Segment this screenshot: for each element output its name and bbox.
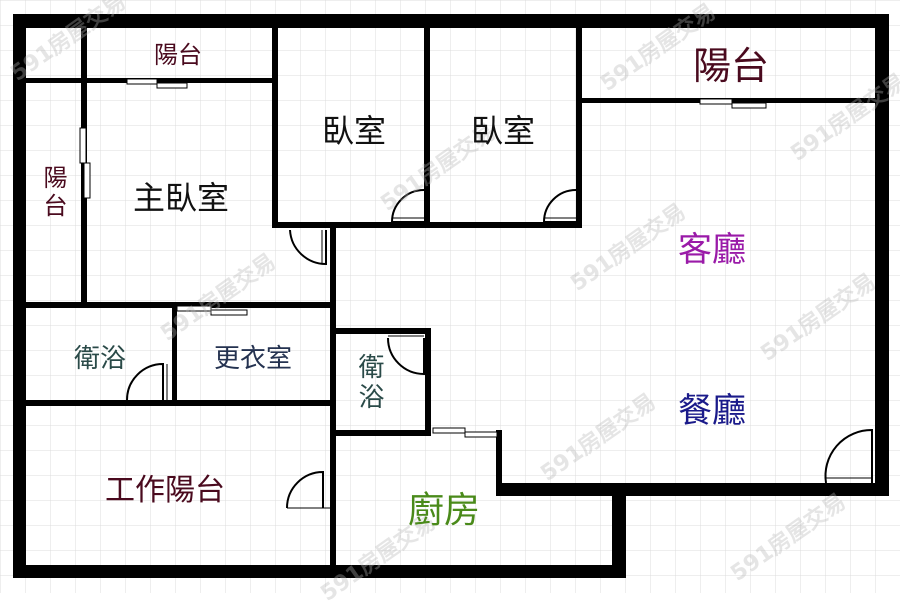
room-label-balcony-top-left: 陽台: [154, 41, 202, 69]
room-label-kitchen: 廚房: [407, 490, 481, 531]
room-label-living-room: 客廳: [678, 230, 746, 270]
room-label-balcony-top-right: 陽台: [692, 44, 770, 88]
room-label-dining-room: 餐廳: [678, 391, 746, 431]
room-label-utility-balcony: 工作陽台: [105, 473, 225, 508]
room-label-bathroom-2: 衛浴: [354, 353, 384, 413]
room-label-bedroom-1: 臥室: [321, 112, 387, 150]
room-label-master-bedroom: 主臥室: [132, 179, 230, 217]
room-label-walk-in-closet: 更衣室: [213, 344, 293, 374]
sliding-doors: [79, 78, 767, 438]
floor-plan: [0, 0, 900, 593]
swing-doors: [126, 189, 873, 509]
room-label-bathroom-1: 衛浴: [73, 344, 127, 374]
room-label-bedroom-2: 臥室: [470, 112, 536, 150]
room-label-balcony-left: 陽台: [39, 165, 67, 221]
